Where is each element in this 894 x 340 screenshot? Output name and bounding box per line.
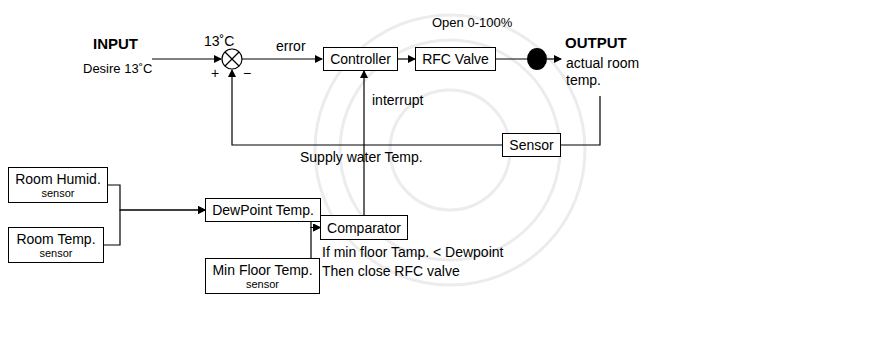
feedback-label: Supply water Temp. [300, 149, 423, 166]
node-subtext: sensor [39, 247, 72, 260]
sensor-box: Room Humid.sensor [8, 167, 108, 203]
sensor-box: Room Temp.sensor [8, 227, 104, 263]
comparator-box: Comparator [320, 215, 408, 240]
connector-arrow [108, 185, 205, 210]
valve-range: Open 0-100% [432, 14, 512, 31]
condition-note: Then close RFC valve [322, 263, 460, 280]
node-label: Room Humid. [15, 171, 101, 187]
sensor-box: Sensor [502, 133, 561, 157]
edge-label: interrupt [372, 92, 423, 109]
node-label: Comparator [327, 220, 401, 236]
node-label: DewPoint Temp. [212, 202, 314, 218]
connector-arrow [363, 71, 364, 215]
connector-arrow [104, 210, 205, 245]
node-label: Controller [330, 51, 391, 67]
sign-label: − [243, 65, 251, 82]
output-dot [527, 48, 547, 70]
process-box: DewPoint Temp. [205, 198, 321, 222]
node-label: RFC Valve [422, 51, 489, 67]
sensor-box: Min Floor Temp.sensor [205, 258, 320, 294]
controller-box: Controller [323, 47, 398, 71]
condition-note: If min floor Tamp. < Dewpoint [322, 244, 503, 261]
valve-box: RFC Valve [415, 47, 496, 71]
signal-label: error [276, 38, 306, 55]
signal-value: 13˚C [204, 33, 234, 50]
setpoint-label: Desire 13˚C [83, 60, 152, 77]
node-label: Sensor [509, 137, 553, 153]
node-subtext: sensor [246, 278, 279, 291]
output-description: actual room temp. [566, 55, 658, 89]
connector-arrow [398, 58, 415, 59]
node-label: Room Temp. [16, 231, 95, 247]
output-label: OUTPUT [565, 34, 627, 51]
input-label: INPUT [93, 35, 138, 52]
summing-junction [222, 49, 242, 69]
node-label: Min Floor Temp. [212, 262, 312, 278]
sign-label: + [211, 65, 219, 82]
node-subtext: sensor [41, 187, 74, 200]
